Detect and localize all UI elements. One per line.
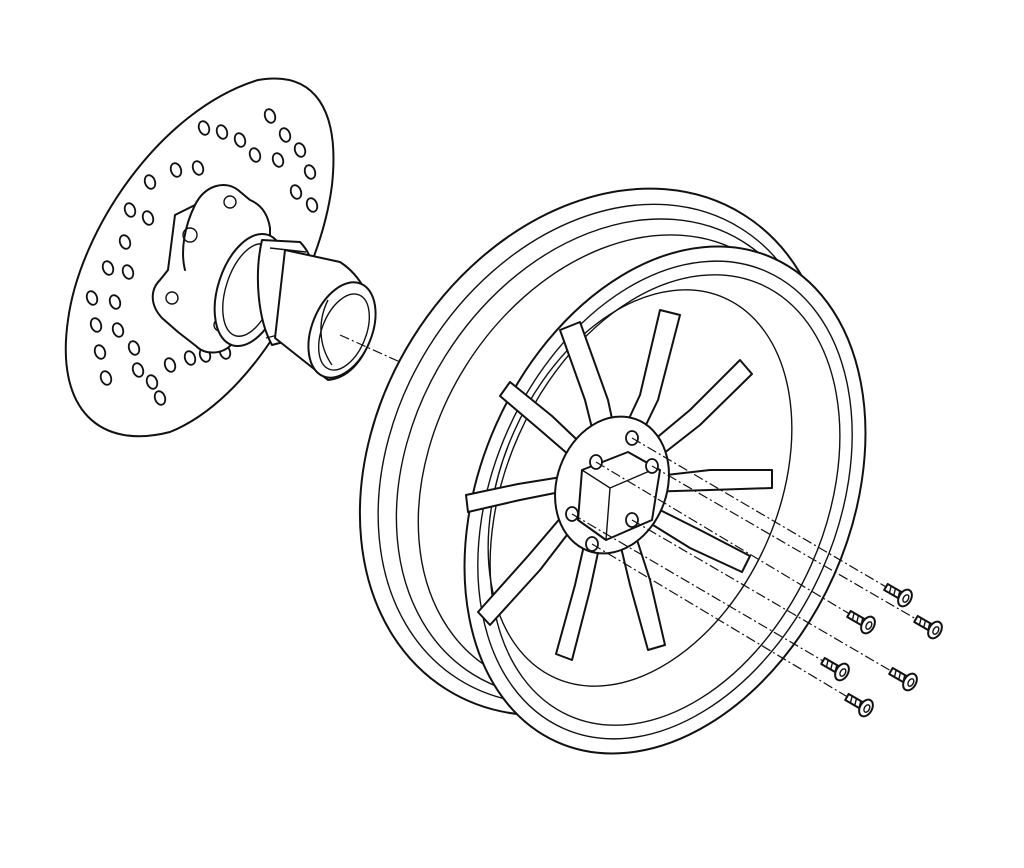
screw-icon <box>846 609 876 635</box>
screw-icon <box>913 614 943 640</box>
fastener-screws <box>820 582 943 718</box>
wheel-rim <box>358 187 867 755</box>
screw-icon <box>844 692 874 718</box>
screw-icon <box>883 582 913 608</box>
screw-icon <box>888 666 918 692</box>
fastener-centerlines <box>571 437 936 709</box>
hub-carrier <box>151 184 377 381</box>
screw-icon <box>820 656 850 682</box>
brake-disc-holes <box>85 108 319 406</box>
